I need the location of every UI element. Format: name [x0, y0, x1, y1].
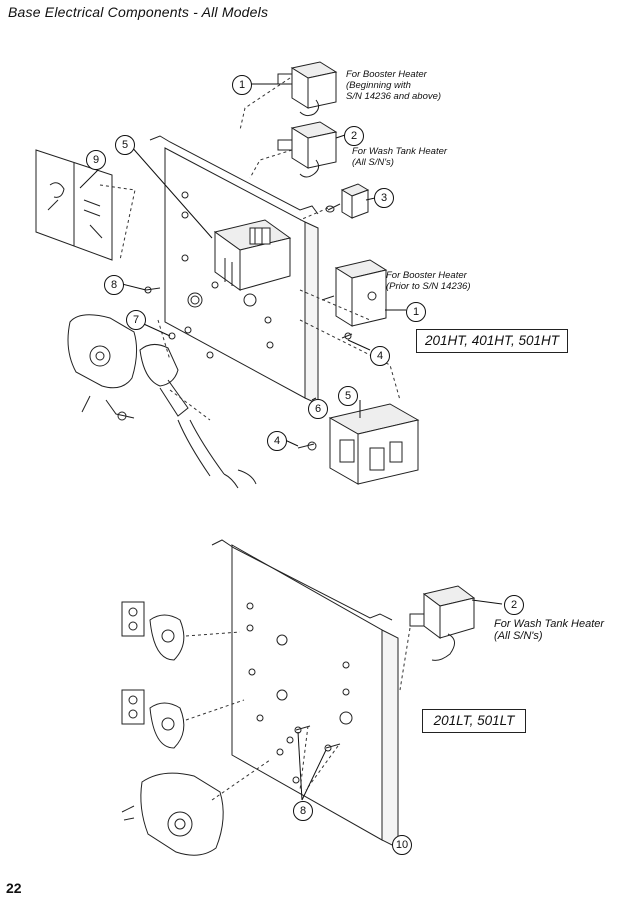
toggle-switch [325, 183, 370, 219]
wash-tank-relay-top [277, 121, 338, 178]
wash-tank-relay-bottom [409, 585, 476, 661]
booster-relay-old [321, 259, 388, 327]
pump-bottom-1 [121, 601, 185, 661]
callout-8-screw: 8 [104, 275, 124, 295]
note-line: For Booster Heater [346, 69, 427, 80]
note-line: (All S/N's) [494, 630, 543, 642]
callout-10-panel: 10 [392, 835, 412, 855]
note-line: For Booster Heater [386, 270, 467, 281]
transformer [213, 219, 292, 291]
note-line: (Prior to S/N 14236) [386, 281, 471, 292]
screws-top [144, 286, 353, 451]
callout-1-booster-relay: 1 [232, 75, 252, 95]
callout-2-wash-relay-bottom: 2 [504, 595, 524, 615]
note-booster-heater-old: For Booster Heater (Prior to S/N 14236) [386, 270, 470, 292]
label-decal [35, 149, 113, 261]
pump-bottom-2 [121, 689, 185, 749]
note-line: For Wash Tank Heater [494, 618, 605, 630]
callout-9-label: 9 [86, 150, 106, 170]
note-line: (Beginning with [346, 80, 411, 91]
callout-4-screw: 4 [370, 346, 390, 366]
callout-3-toggle-switch: 3 [374, 188, 394, 208]
contactor [328, 403, 420, 485]
mounting-panel-bottom [211, 539, 399, 849]
callout-7-fitting: 7 [126, 310, 146, 330]
pump-bottom-3 [121, 772, 224, 856]
callout-5-transformer: 5 [115, 135, 135, 155]
rinse-pump-top [139, 344, 257, 489]
note-booster-heater-new: For Booster Heater (Beginning with S/N 1… [346, 69, 441, 102]
note-line: (All S/N's) [352, 157, 394, 168]
callout-1-booster-relay-old: 1 [406, 302, 426, 322]
model-box-ht: 201HT, 401HT, 501HT [416, 329, 568, 353]
note-wash-tank-top: For Wash Tank Heater (All S/N's) [352, 146, 447, 168]
detergent-pump-top [67, 314, 138, 421]
note-wash-tank-bottom: For Wash Tank Heater (All S/N's) [494, 618, 604, 642]
booster-relay-top [277, 61, 338, 117]
model-box-lt: 201LT, 501LT [422, 709, 526, 733]
page-number: 22 [6, 880, 22, 896]
callout-8-screws-bottom: 8 [293, 801, 313, 821]
page-title: Base Electrical Components - All Models [8, 4, 269, 20]
callout-6-panel: 6 [308, 399, 328, 419]
callout-2-wash-relay: 2 [344, 126, 364, 146]
note-line: S/N 14236 and above) [346, 91, 442, 102]
callout-5-contactor: 5 [338, 386, 358, 406]
callout-4-screw-lower: 4 [267, 431, 287, 451]
note-line: For Wash Tank Heater [352, 146, 448, 157]
